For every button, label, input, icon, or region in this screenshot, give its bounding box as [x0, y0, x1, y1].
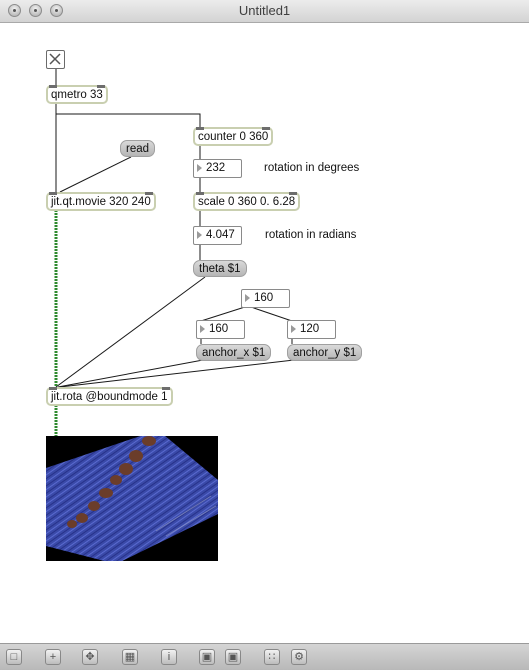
toggle[interactable] — [46, 50, 65, 69]
number-anchor-x[interactable]: 160 — [196, 320, 245, 339]
cord-anchor-x — [200, 305, 249, 322]
patch-canvas[interactable]: qmetro 33 read counter 0 360 232 rotatio… — [0, 23, 529, 643]
rotated-video-frame — [46, 436, 218, 561]
message-read[interactable]: read — [120, 140, 156, 157]
patcher-toolbar: □ + ✥ ▦ i ▣ ▣ ∷ ⚙ — [0, 643, 529, 670]
cord-msgx-rota — [57, 359, 204, 388]
grid-a-icon[interactable]: ▣ — [199, 649, 215, 665]
lock-icon[interactable]: □ — [6, 649, 22, 665]
object-qmetro[interactable]: qmetro 33 — [46, 85, 108, 104]
snap-icon[interactable]: ∷ — [264, 649, 280, 665]
message-theta[interactable]: theta $1 — [193, 260, 247, 277]
minimize-icon[interactable] — [29, 4, 42, 17]
number-anchor-y[interactable]: 120 — [287, 320, 336, 339]
message-anchor-y[interactable]: anchor_y $1 — [287, 344, 363, 361]
grid-b-icon[interactable]: ▣ — [225, 649, 241, 665]
number-arrow-icon — [245, 294, 250, 302]
settings-icon[interactable]: ⚙ — [291, 649, 307, 665]
move-icon[interactable]: ✥ — [82, 649, 98, 665]
number-degrees[interactable]: 232 — [193, 159, 242, 178]
close-icon[interactable] — [8, 4, 21, 17]
presentation-icon[interactable]: ▦ — [122, 649, 138, 665]
number-radians[interactable]: 4.047 — [193, 226, 242, 245]
cord-msgy-rota — [59, 359, 295, 388]
add-icon[interactable]: + — [45, 649, 61, 665]
message-anchor-x[interactable]: anchor_x $1 — [196, 344, 272, 361]
patch-cords — [54, 68, 295, 436]
number-anchor[interactable]: 160 — [241, 289, 290, 308]
jit-pwindow-video[interactable] — [46, 436, 218, 561]
number-arrow-icon — [200, 325, 205, 333]
comment-radians: rotation in radians — [265, 229, 357, 241]
number-arrow-icon — [291, 325, 296, 333]
cord-qmetro-counter — [55, 111, 201, 127]
toggle-x-icon — [49, 53, 61, 65]
window-title: Untitled1 — [238, 3, 291, 18]
number-arrow-icon — [197, 164, 202, 172]
cord-anchor-y — [247, 305, 293, 322]
zoom-icon[interactable] — [50, 4, 63, 17]
object-jit-rota[interactable]: jit.rota @boundmode 1 — [46, 387, 173, 406]
cord-theta-rota — [55, 276, 206, 388]
object-counter[interactable]: counter 0 360 — [193, 127, 274, 146]
object-scale[interactable]: scale 0 360 0. 6.28 — [193, 192, 301, 211]
number-arrow-icon — [197, 231, 202, 239]
comment-degrees: rotation in degrees — [264, 162, 360, 174]
cord-read-movie — [59, 156, 132, 193]
titlebar: Untitled1 — [0, 0, 529, 23]
info-icon[interactable]: i — [161, 649, 177, 665]
object-jit-qt-movie[interactable]: jit.qt.movie 320 240 — [46, 192, 156, 211]
